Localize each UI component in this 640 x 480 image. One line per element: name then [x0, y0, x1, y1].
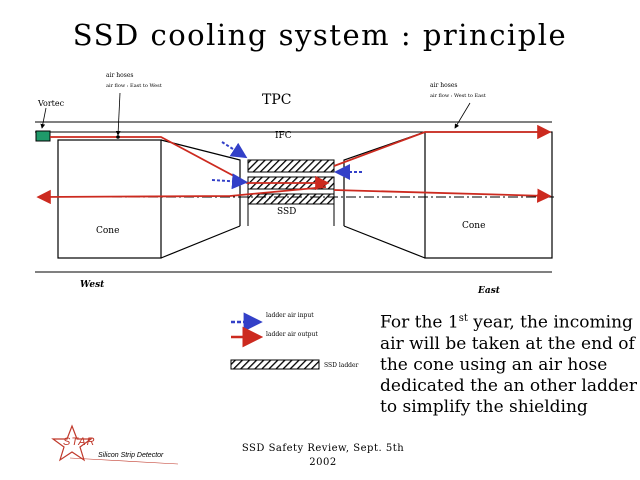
note-before: For the 1 — [380, 312, 459, 333]
cone-right-funnel-bottom — [343, 225, 426, 259]
air-return-line — [36, 186, 327, 205]
cone-left-funnel-top — [160, 139, 241, 226]
cone-left-block — [57, 139, 162, 259]
cone-left-label: Cone — [96, 226, 120, 236]
input-arrow-1 — [221, 141, 248, 159]
legend-ladder-swatch — [230, 359, 320, 370]
footer-line-2: 2002 — [309, 457, 337, 468]
cone-right-funnel-top — [343, 131, 426, 226]
vortec-box — [35, 130, 51, 142]
west-label: West — [80, 280, 105, 290]
footer-line-1: SSD Safety Review, Sept. 5th — [241, 443, 405, 454]
note-text: For the 1st year, the incoming air will … — [380, 308, 640, 418]
cone-right-label: Cone — [462, 221, 486, 231]
legend-output-label: ladder air output — [266, 331, 318, 338]
star-logo-subtitle: Silicon Strip Detector — [98, 452, 164, 459]
input-arrow-2 — [211, 173, 248, 190]
air-hose-right-pointer — [454, 102, 471, 129]
legend: ladder air input ladder air output SSD l… — [228, 310, 378, 380]
ssd-label: SSD — [277, 207, 297, 217]
vortec-pointer — [40, 107, 47, 129]
star-logo: STAR Silicon Strip Detector — [50, 424, 180, 468]
air-hoses-left-label: air hoses — [106, 72, 134, 79]
air-flow-left-label: air flow : East to West — [106, 83, 162, 89]
cone-left-funnel-bottom — [160, 225, 241, 259]
star-icon — [51, 424, 179, 465]
footer: SSD Safety Review, Sept. 5th 2002 — [238, 442, 408, 470]
star-logo-name: STAR — [63, 436, 96, 448]
tpc-label: TPC — [262, 92, 292, 108]
air-hose-left-node — [116, 135, 120, 139]
air-flow-right-label: air flow : West to East — [430, 93, 486, 99]
air-hose-right-line — [333, 124, 552, 167]
air-hoses-right-label: air hoses — [430, 82, 458, 89]
air-hose-left-pointer — [115, 92, 121, 136]
legend-input-label: ladder air input — [266, 312, 314, 319]
ifc-label: IFC — [275, 131, 292, 141]
east-label: East — [478, 286, 500, 296]
ssd-ladder-3 — [247, 193, 335, 205]
air-hose-left-line — [50, 136, 330, 191]
legend-ladder-label: SSD ladder — [324, 362, 359, 369]
vortec-label: Vortec — [38, 99, 65, 108]
air-hose-right-lower — [333, 188, 552, 203]
ssd-ladder-1 — [247, 159, 335, 173]
note-sup: st — [458, 313, 468, 324]
note-after: year, the incoming air will be taken at … — [380, 312, 637, 417]
legend-swatches — [230, 312, 320, 370]
slide-title: SSD cooling system : principle — [72, 18, 568, 52]
